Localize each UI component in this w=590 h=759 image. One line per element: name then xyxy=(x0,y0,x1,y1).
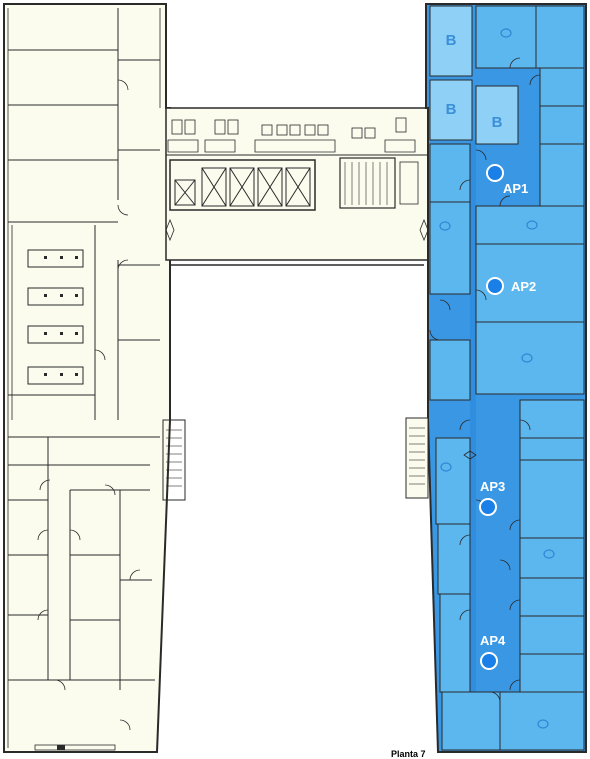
access-points: AP1 AP2 AP3 AP4 xyxy=(479,164,536,670)
right-wing xyxy=(405,3,587,753)
central-core xyxy=(165,107,429,266)
access-point-ap2[interactable]: AP2 xyxy=(486,277,536,295)
floor-label: Planta 7 xyxy=(391,749,426,759)
zone-b-label: B xyxy=(446,101,457,118)
ap-label: AP4 xyxy=(480,633,506,648)
left-wing xyxy=(3,3,186,753)
zone-b-label: B xyxy=(446,32,457,49)
ap-label: AP2 xyxy=(511,279,536,294)
ap-label: AP1 xyxy=(503,181,528,196)
access-point-ap4[interactable]: AP4 xyxy=(480,633,506,670)
access-point-ap1[interactable]: AP1 xyxy=(486,164,528,196)
zone-symbols: B B B xyxy=(439,28,555,729)
zone-b-room xyxy=(475,85,519,145)
access-point-ap3[interactable]: AP3 xyxy=(479,479,505,516)
zone-o-markers xyxy=(439,28,555,729)
zone-b-room xyxy=(429,5,473,77)
zone-b-label: B xyxy=(492,114,503,131)
ap-label: AP3 xyxy=(480,479,505,494)
zone-b-room xyxy=(429,79,473,141)
